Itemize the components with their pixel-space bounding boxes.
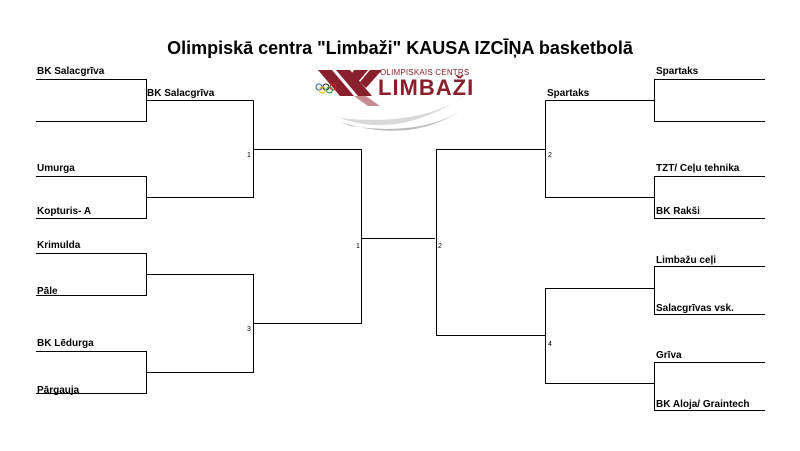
right-r1-pair-a [654,79,765,122]
right-r1-pair-c [654,266,765,315]
match-number-right-sf: 2 [438,243,442,250]
right-qf-2 [545,100,655,198]
team-left-3: Kopturis- A [37,206,92,217]
team-right-2: TZT/ Ceļu tehnika [656,163,740,174]
team-right-1: Spartaks [656,66,699,77]
left-sf [253,149,362,324]
team-right-4: Limbažu ceļi [656,255,717,266]
left-qf-3 [146,274,254,373]
page-title: Olimpiskā centra "Limbaži" KAUSA IZCĪŅA … [167,38,633,58]
right-r1-pair-d [654,362,765,411]
right-qf-4 [545,288,655,384]
team-right-r2-1: Spartaks [547,88,590,99]
logo-line1: OLIMPISKAIS CENTRS [380,68,470,77]
match-number-left-sf: 1 [356,243,360,250]
team-left-2: Umurga [37,163,75,174]
right-sf [436,149,546,336]
team-left-4: Krimulda [37,240,81,251]
match-number-left-qf-1: 1 [247,152,251,159]
team-left-1: BK Salacgrīva [37,66,105,77]
limbazi-logo-icon [315,70,478,131]
left-r1-pair-a [36,79,147,122]
team-right-3: BK Rakši [656,206,700,217]
team-right-5: Salacgrīvas vsk. [656,303,734,314]
match-number-right-qf-4: 4 [548,341,552,348]
match-number-left-qf-3: 3 [247,326,251,333]
left-qf-1 [146,100,254,198]
match-number-right-qf-2: 2 [548,152,552,159]
logo-line2: LIMBAŽI [378,75,475,100]
team-left-r2-1: BK Salacgrīva [147,88,215,99]
team-left-7: Pārgauja [37,385,80,396]
team-left-6: BK Lēdurga [37,338,94,349]
team-right-6: Grīva [656,350,682,361]
team-right-7: BK Aloja/ Graintech [656,399,750,410]
team-left-5: Pāle [37,286,58,297]
